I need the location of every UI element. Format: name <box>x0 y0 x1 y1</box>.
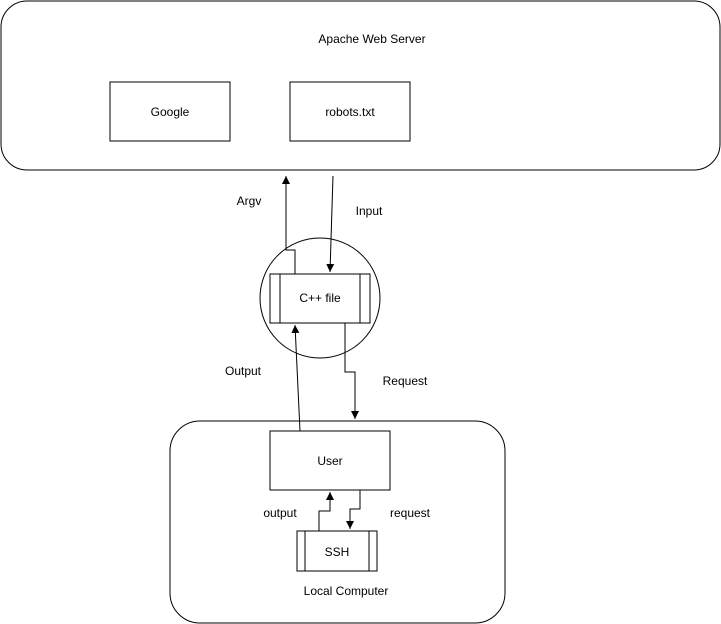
user-node[interactable]: User <box>269 430 391 491</box>
request-upper-edge-label: Request <box>383 374 428 388</box>
input-edge-label: Input <box>356 204 383 218</box>
output-lower-edge-label: output <box>263 506 297 520</box>
user-label: User <box>317 454 342 468</box>
request-upper-edge[interactable]: Request <box>344 323 428 419</box>
ssh-label: SSH <box>325 545 350 559</box>
ssh-node[interactable]: SSH <box>296 530 378 572</box>
local-computer-container[interactable]: Local Computer <box>169 420 506 624</box>
output-upper-edge-label: Output <box>225 364 262 378</box>
output-upper-edge[interactable]: Output <box>225 324 301 432</box>
local-computer-label: Local Computer <box>304 584 389 598</box>
apache-web-server-label: Apache Web Server <box>318 32 425 46</box>
cpp-file-label: C++ file <box>299 291 341 305</box>
google-label: Google <box>151 105 190 119</box>
request-lower-edge[interactable]: request <box>346 490 431 529</box>
robots-txt-label: robots.txt <box>325 105 375 119</box>
robots-txt-node[interactable]: robots.txt <box>289 81 411 142</box>
request-lower-edge-label: request <box>390 506 431 520</box>
google-node[interactable]: Google <box>109 81 231 142</box>
cpp-file-node[interactable]: C++ file <box>269 273 371 324</box>
argv-edge-label: Argv <box>237 194 262 208</box>
input-edge[interactable]: Input <box>326 175 383 273</box>
output-lower-edge[interactable]: output <box>263 492 334 531</box>
argv-edge[interactable]: Argv <box>237 176 296 274</box>
